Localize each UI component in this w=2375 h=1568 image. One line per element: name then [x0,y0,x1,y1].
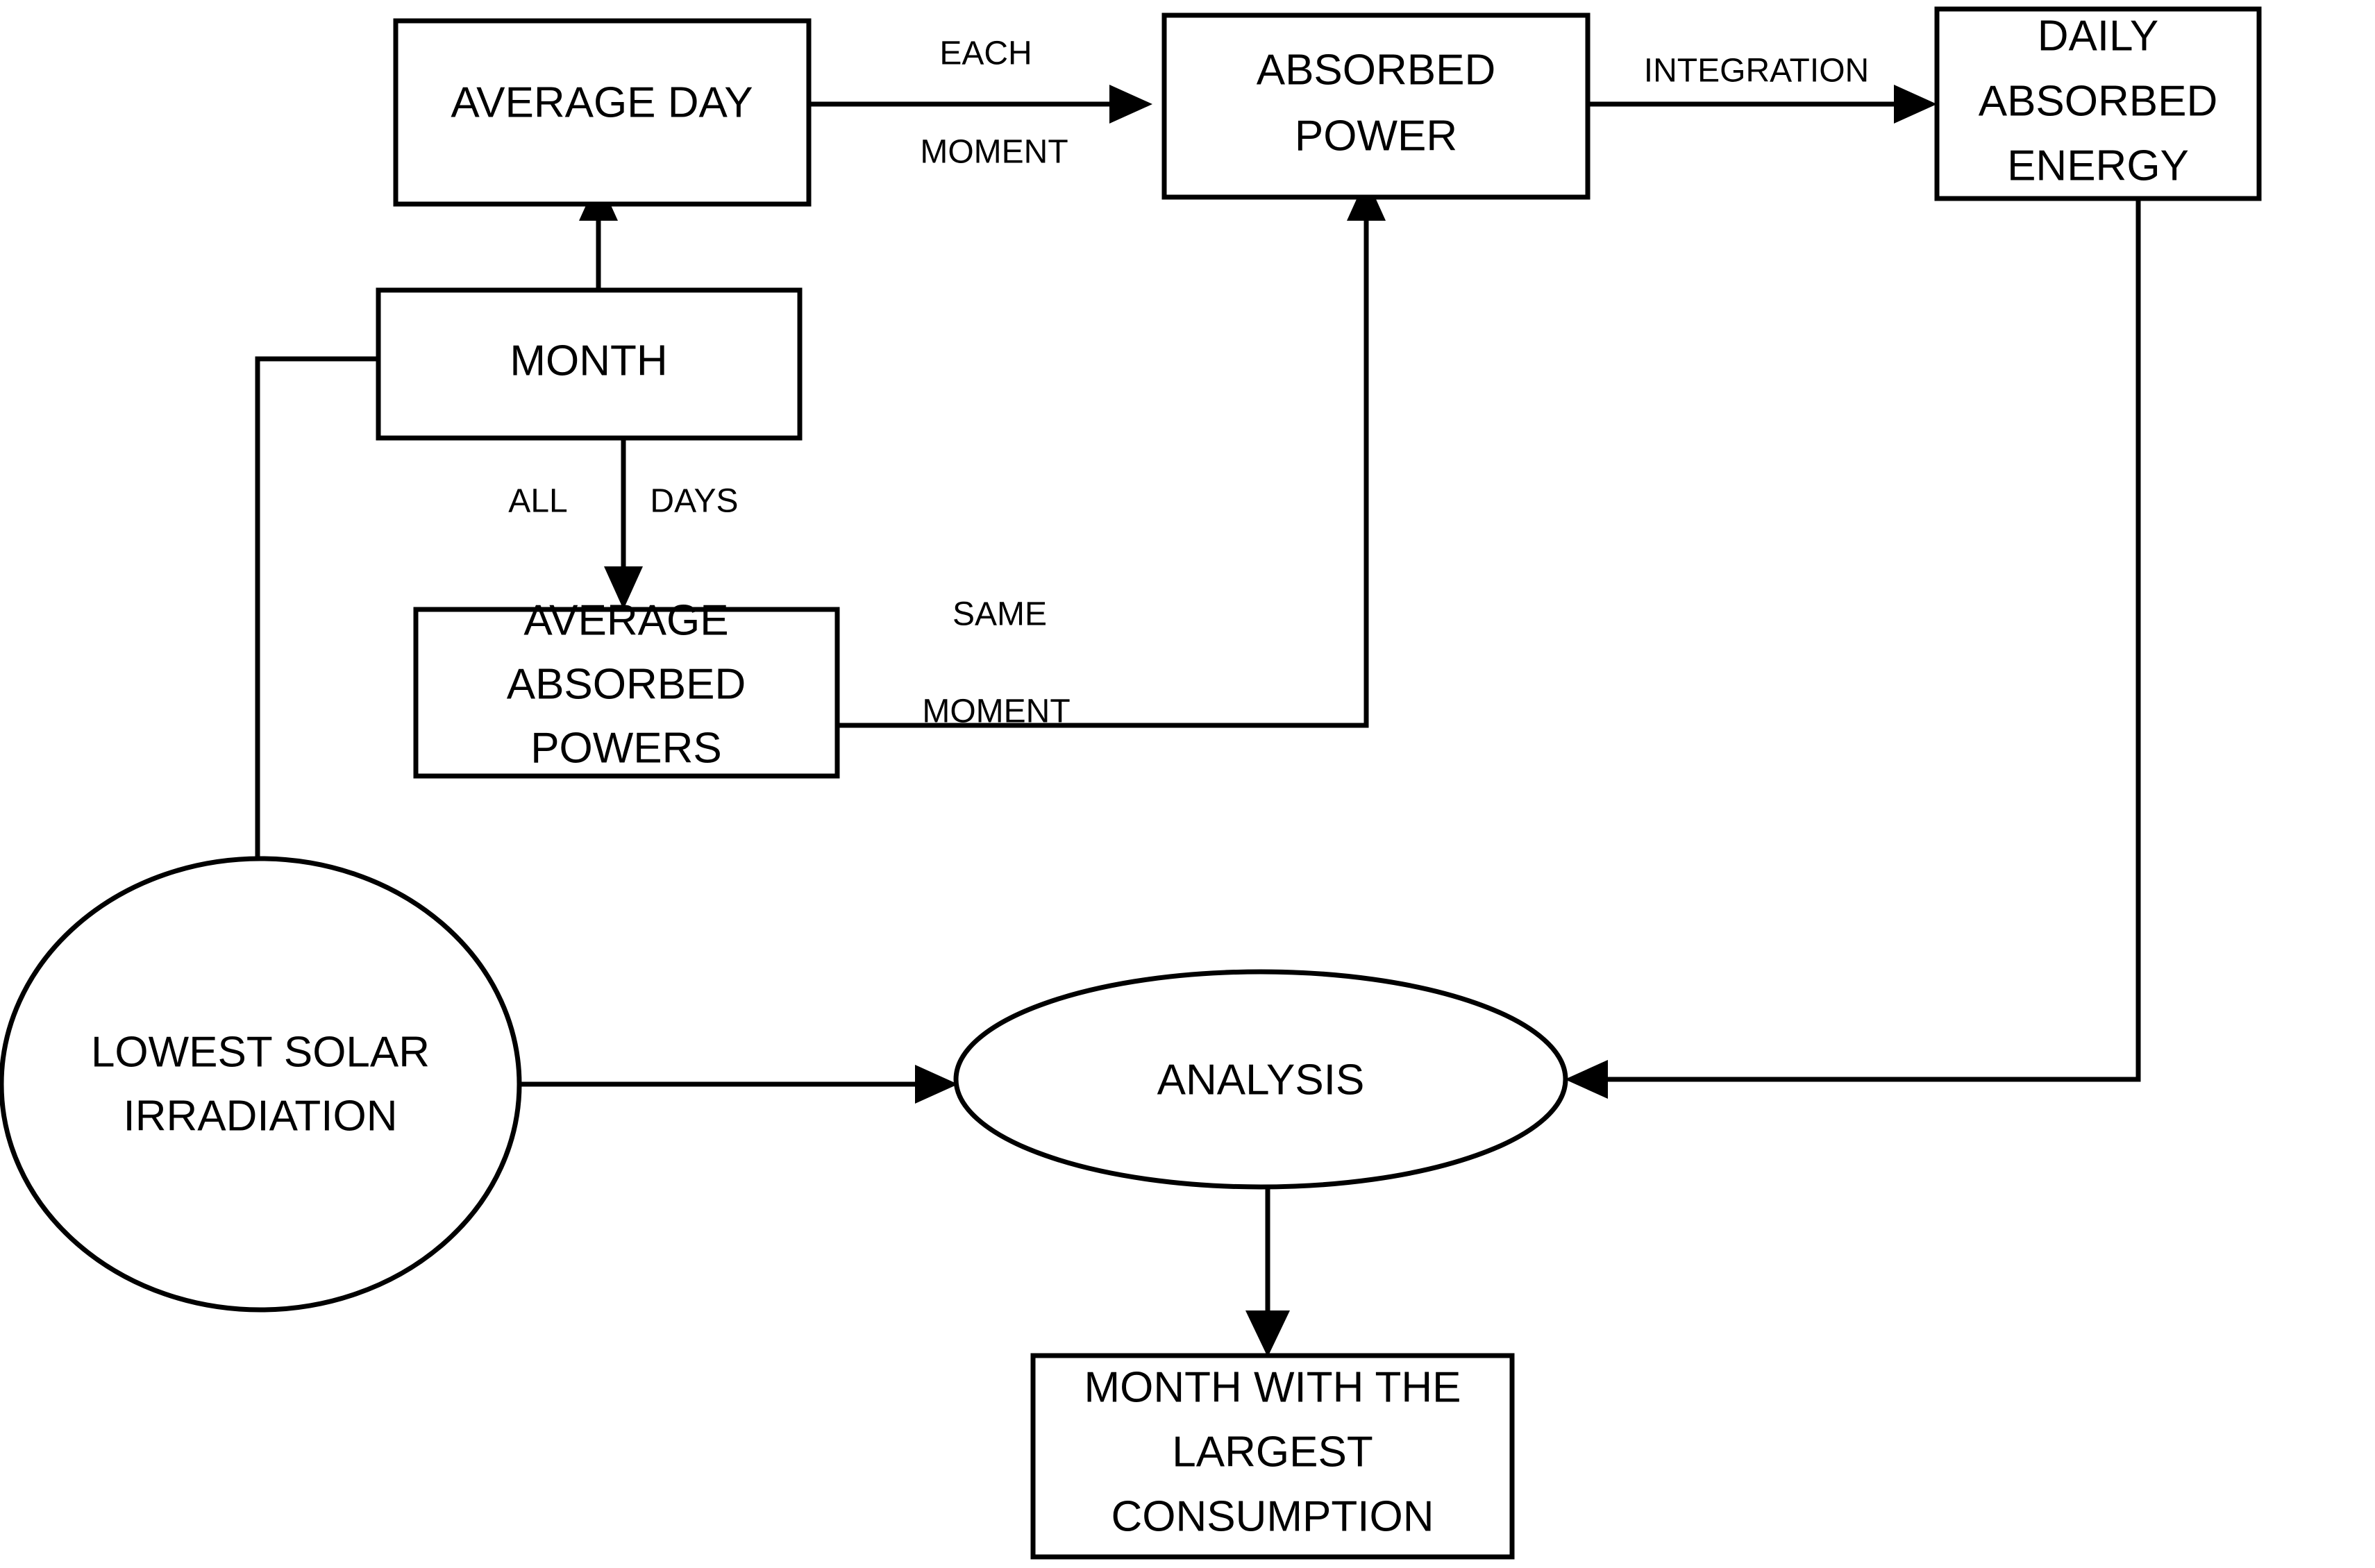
edge-daily-absorbed-energy-to-analysis [1565,199,2141,1099]
arrowhead-down-icon [1245,1310,1290,1357]
node-month[interactable]: MONTH [376,287,803,441]
node-label-average-absorbed-powers-line-3: POWERS [530,724,722,772]
edge-label-moment-1: MOMENT [920,134,1068,171]
node-analysis[interactable]: ANALYSIS [953,969,1568,1190]
edge-label-all: ALL [508,483,567,520]
edge-average-absorbed-powers-to-absorbed-power [837,178,1386,728]
node-shape-rect [1030,1353,1515,1560]
node-label-daily-absorbed-energy-line-3: ENERGY [2007,142,2189,189]
edge-line [255,356,378,958]
node-shape-rect [1161,12,1591,200]
arrowhead-left-icon [1565,1060,1608,1099]
edge-line [1594,199,2141,1082]
node-label-daily-absorbed-energy-line-2: ABSORBED [1979,77,2218,125]
node-label-average-absorbed-powers-line-1: AVERAGE [523,596,728,644]
edge-label-moment-2: MOMENT [922,693,1070,730]
edge-label-days: DAYS [650,483,738,520]
node-shape-ellipse [0,856,522,1313]
edge-analysis-to-month-with-largest-consumption [1245,1183,1290,1357]
arrowhead-down-icon [604,566,643,609]
node-lowest-solar-irradiation[interactable]: LOWEST SOLAR IRRADIATION [0,856,522,1313]
node-label-month-largest-consumption-line-3: CONSUMPTION [1111,1492,1434,1540]
node-label-month: MONTH [510,337,667,385]
arrowhead-right-icon [1894,85,1937,124]
node-label-month-largest-consumption-line-2: LARGEST [1172,1428,1373,1476]
edge-absorbed-power-to-daily-absorbed-energy [1588,85,1937,124]
edge-line [837,207,1369,728]
node-average-day[interactable]: AVERAGE DAY [393,18,812,207]
node-label-average-day: AVERAGE DAY [451,78,753,126]
edge-lowest-solar-irradiation-to-analysis [519,1065,958,1104]
edge-average-day-to-absorbed-power [809,85,1152,124]
node-shape-rect [393,18,812,207]
node-shape-rect [1934,6,2262,201]
node-label-analysis: ANALYSIS [1157,1056,1365,1104]
node-average-absorbed-powers[interactable]: AVERAGE ABSORBED POWERS [413,596,840,779]
edge-label-same: SAME [952,596,1047,633]
node-label-daily-absorbed-energy-line-1: DAILY [2038,12,2159,60]
edge-label-each: EACH [939,35,1032,72]
node-label-lowest-solar-irradiation-line-1: LOWEST SOLAR [91,1028,430,1076]
edge-month-to-average-absorbed-powers [604,438,643,609]
node-label-average-absorbed-powers-line-2: ABSORBED [507,660,746,708]
node-label-lowest-solar-irradiation-line-2: IRRADIATION [124,1092,398,1140]
edge-label-integration: INTEGRATION [1644,53,1869,90]
node-label-absorbed-power-line-2: POWER [1295,112,1457,160]
node-absorbed-power[interactable]: ABSORBED POWER [1161,12,1591,200]
arrowhead-right-icon [915,1065,958,1104]
node-shape-rect [376,287,803,441]
node-label-absorbed-power-line-1: ABSORBED [1257,46,1496,94]
node-shape-ellipse [953,969,1568,1190]
node-shape-rect [413,607,840,779]
node-label-month-largest-consumption-line-1: MONTH WITH THE [1084,1363,1461,1411]
node-month-with-largest-consumption[interactable]: MONTH WITH THE LARGEST CONSUMPTION [1030,1353,1515,1560]
arrowhead-right-icon [1109,85,1152,124]
node-daily-absorbed-energy[interactable]: DAILY ABSORBED ENERGY [1934,6,2262,201]
